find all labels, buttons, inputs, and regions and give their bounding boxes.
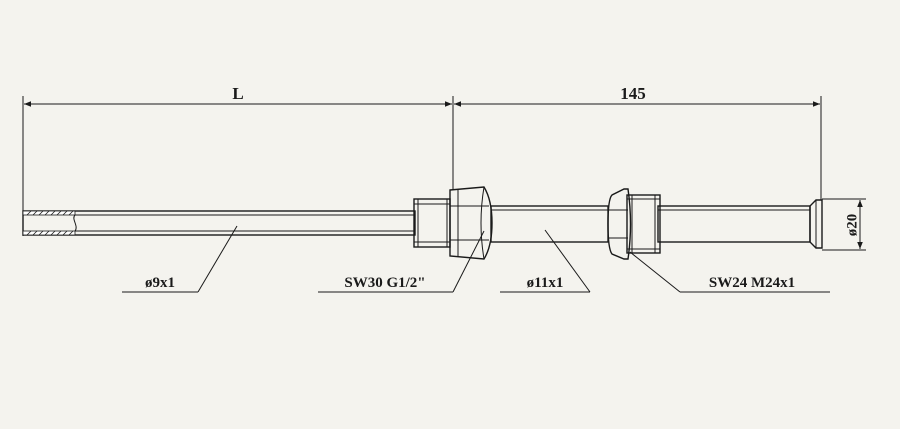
callout-label-hex-fitting: SW30 G1/2" [344,275,425,291]
hex-fitting-sw30 [449,186,493,260]
tube-section-hatch [22,210,77,236]
callout-thick-tube: ø11x1 [500,229,591,293]
callout-hex-fitting: SW30 G1/2" [318,230,485,293]
dimension-label-l: L [232,84,243,103]
callout-label-thin-tube: ø9x1 [145,275,175,291]
threaded-stub [413,198,451,248]
dimension-l: L [22,84,454,236]
callout-label-thick-tube: ø11x1 [527,275,564,291]
end-cap [809,199,823,249]
dimension-145: 145 [454,84,822,200]
dimension-label-145: 145 [620,84,646,103]
nut-sw24 [607,188,661,260]
dimension-label-o20: ø20 [844,214,860,237]
thin-tube [22,210,416,236]
thick-tube [490,205,811,243]
dimension-o20: ø20 [822,198,866,251]
callout-thin-tube: ø9x1 [122,225,238,293]
callout-label-nut: SW24 M24x1 [709,275,795,291]
callout-nut: SW24 M24x1 [629,251,830,293]
